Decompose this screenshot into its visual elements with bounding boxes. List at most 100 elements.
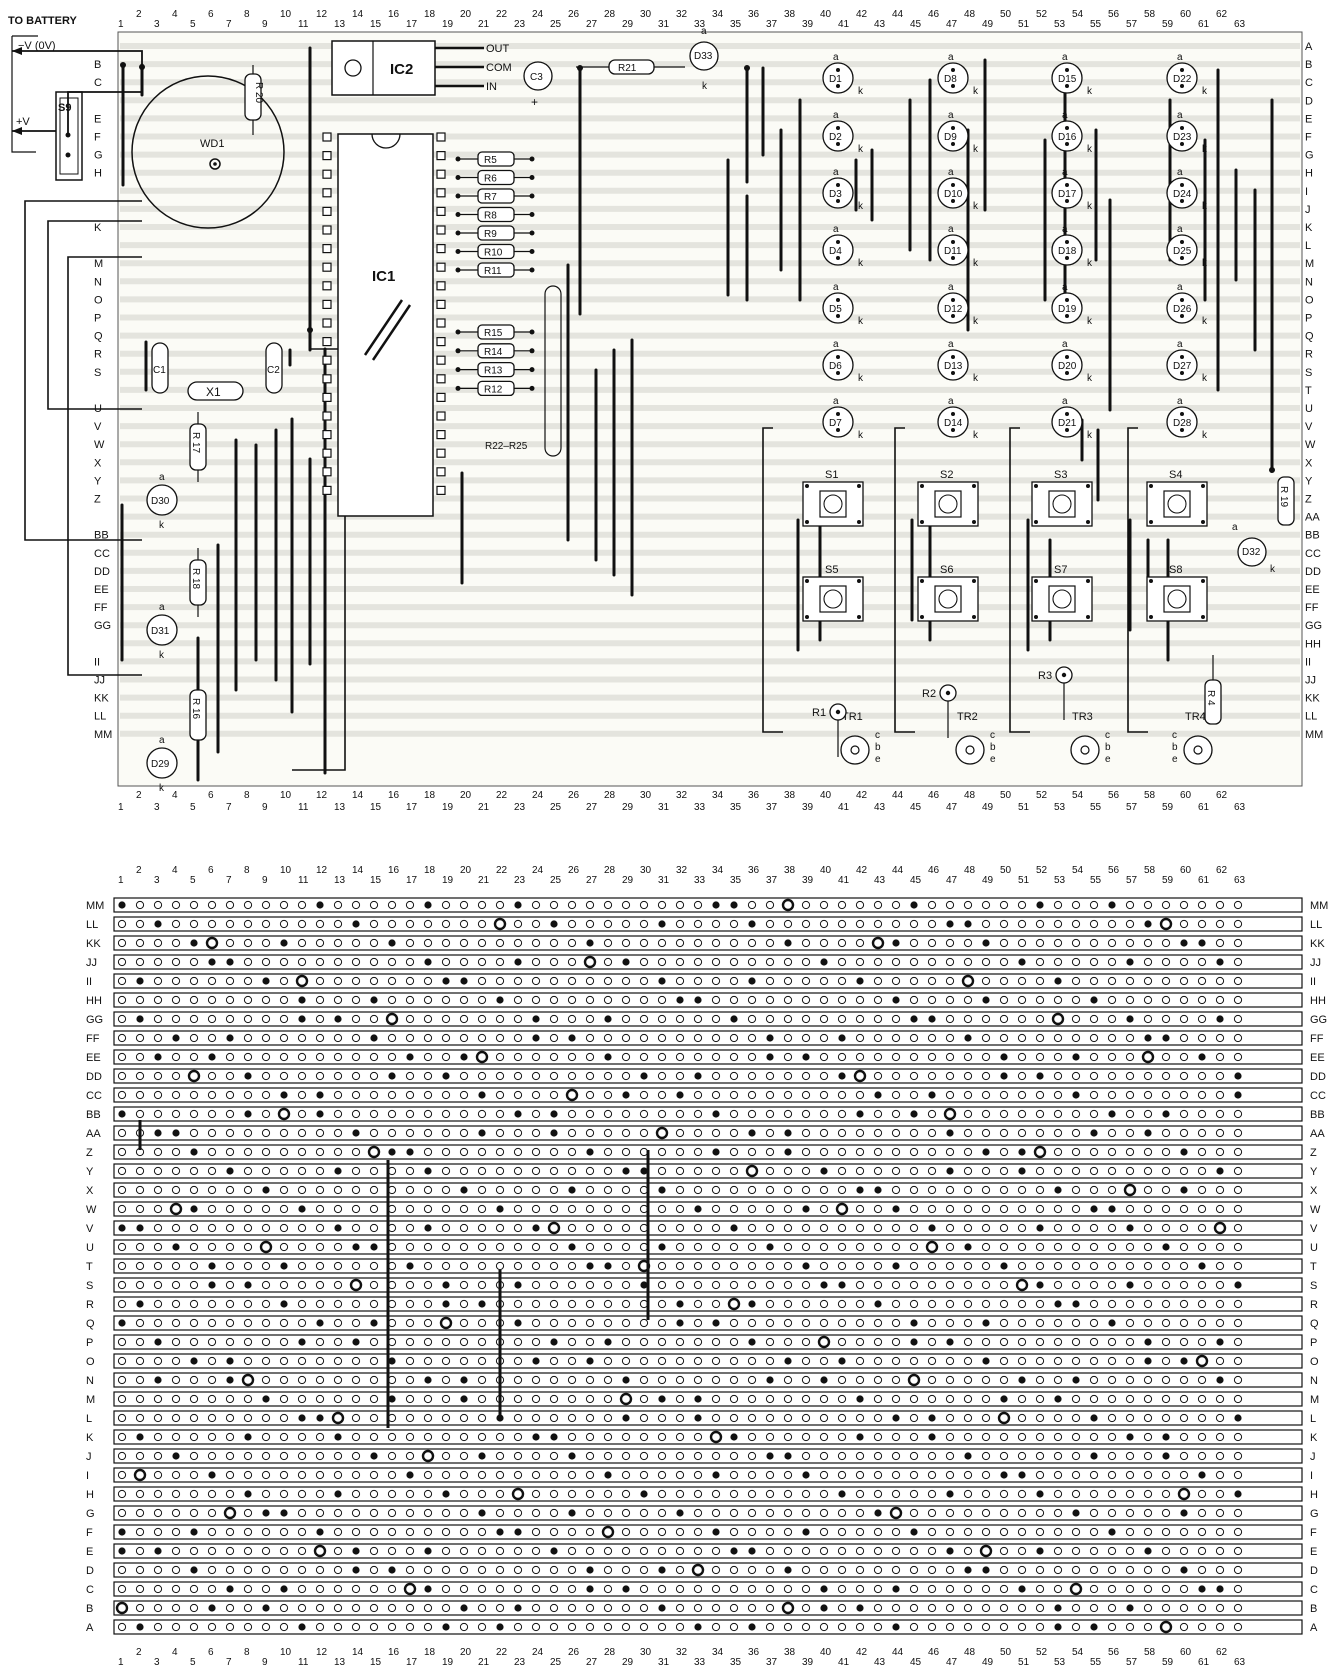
- track-hole-soldered: [766, 1034, 774, 1042]
- track-hole: [1215, 1432, 1225, 1442]
- track-hole: [675, 1489, 685, 1499]
- track-hole: [711, 1299, 721, 1309]
- track-hole: [585, 1451, 595, 1461]
- track-hole: [621, 900, 631, 910]
- track-hole-ring: [565, 1088, 579, 1102]
- track-hole: [423, 1565, 433, 1575]
- track-hole: [711, 1565, 721, 1575]
- track-hole: [189, 1299, 199, 1309]
- column-number: 63: [1234, 1657, 1246, 1668]
- wire-link: [762, 427, 783, 733]
- track-hole: [1143, 1299, 1153, 1309]
- track-hole: [261, 1527, 271, 1537]
- track-hole: [837, 1242, 847, 1252]
- track-hole: [1035, 1318, 1045, 1328]
- column-number: 61: [1198, 19, 1210, 30]
- track-hole: [405, 1318, 415, 1328]
- led-cathode-mark: k: [973, 201, 979, 212]
- track-hole: [369, 957, 379, 967]
- solder-point: [455, 385, 461, 391]
- column-number: 54: [1072, 1647, 1084, 1658]
- track-hole: [693, 1337, 703, 1347]
- track-hole: [135, 1280, 145, 1290]
- track-hole: [1053, 1280, 1063, 1290]
- track-hole: [513, 1261, 523, 1271]
- led-cathode-mark: k: [973, 316, 979, 327]
- led-lead: [836, 371, 840, 375]
- track-hole: [639, 1318, 649, 1328]
- track-hole: [1053, 1147, 1063, 1157]
- matrix-led-label: D20: [1058, 361, 1077, 372]
- track-hole: [1179, 1052, 1189, 1062]
- track-hole: [1107, 1546, 1117, 1556]
- track-hole: [873, 976, 883, 986]
- track-hole: [873, 1261, 883, 1271]
- track-hole: [873, 1546, 883, 1556]
- resistor-body: [477, 151, 515, 167]
- track-hole: [747, 1147, 757, 1157]
- row-letter: H: [86, 1489, 94, 1501]
- track-hole-soldered: [586, 1262, 594, 1270]
- track-hole: [1125, 1166, 1135, 1176]
- column-number: 15: [370, 1657, 382, 1668]
- track-hole: [135, 1546, 145, 1556]
- track-hole: [243, 1033, 253, 1043]
- track-hole: [117, 1356, 127, 1366]
- track-hole: [855, 1508, 865, 1518]
- regulator-ic2: IC2 OUT COM IN: [331, 40, 512, 96]
- track-hole: [567, 1584, 577, 1594]
- track-hole: [909, 1280, 919, 1290]
- column-number: 27: [586, 1657, 598, 1668]
- column-number: 54: [1072, 865, 1084, 876]
- row-letter: L: [86, 1413, 92, 1425]
- column-number: 57: [1126, 1657, 1138, 1668]
- row-letter: E: [94, 113, 101, 125]
- track-hole: [945, 1071, 955, 1081]
- track-hole: [801, 1242, 811, 1252]
- track-hole: [855, 1318, 865, 1328]
- led-anode-mark: a: [833, 110, 839, 121]
- track-hole: [207, 1622, 217, 1632]
- column-number: 21: [478, 802, 490, 813]
- transistor-label: TR3: [1072, 711, 1093, 723]
- track-hole: [693, 1166, 703, 1176]
- track-hole-soldered: [946, 1547, 954, 1555]
- track-hole: [405, 1109, 415, 1119]
- track-hole-soldered: [280, 1585, 288, 1593]
- track-hole: [909, 957, 919, 967]
- track-hole: [1053, 1052, 1063, 1062]
- track-hole: [351, 1071, 361, 1081]
- track-hole: [297, 1394, 307, 1404]
- led-lead: [951, 142, 955, 146]
- column-number: 43: [874, 802, 886, 813]
- row-letter: FF: [86, 1033, 100, 1045]
- track-hole-ring: [1123, 1183, 1137, 1197]
- led-cathode-mark: k: [1202, 373, 1208, 384]
- track-hole: [657, 1489, 667, 1499]
- track-hole: [153, 1033, 163, 1043]
- track-hole-soldered: [748, 1338, 756, 1346]
- column-number: 48: [964, 865, 976, 876]
- track-hole: [603, 1356, 613, 1366]
- track-hole: [729, 1128, 739, 1138]
- track-hole: [711, 1489, 721, 1499]
- resistor-label: R11: [484, 266, 502, 277]
- track-hole: [405, 1527, 415, 1537]
- column-number: 31: [658, 1657, 670, 1668]
- side-led-label: D29: [151, 759, 170, 770]
- track-hole: [1215, 1451, 1225, 1461]
- column-number: 38: [784, 790, 796, 801]
- track-hole: [117, 1394, 127, 1404]
- solder-point: [529, 329, 535, 335]
- track-hole: [153, 1432, 163, 1442]
- track-hole: [873, 1584, 883, 1594]
- row-letter: S: [94, 367, 101, 379]
- led-anode-mark: a: [1062, 339, 1068, 350]
- track-hole-soldered: [514, 1528, 522, 1536]
- track-hole: [621, 1280, 631, 1290]
- track-hole: [1089, 1109, 1099, 1119]
- transistor-pin-label: c: [875, 730, 880, 741]
- track-hole: [279, 1356, 289, 1366]
- track-hole: [693, 1318, 703, 1328]
- led-lead: [1065, 314, 1069, 318]
